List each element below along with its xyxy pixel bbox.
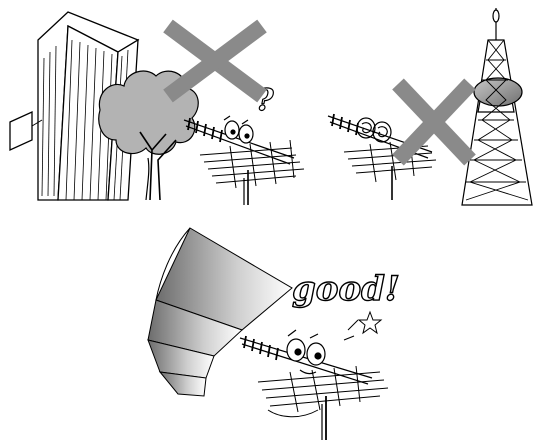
panel-correct: good! bbox=[148, 228, 400, 440]
panel-overpowered bbox=[328, 8, 532, 205]
transmission-tower-icon bbox=[462, 8, 532, 205]
sparkle-icon bbox=[344, 312, 381, 340]
antenna-confused-icon bbox=[184, 116, 304, 205]
caption-good: good! bbox=[292, 269, 400, 309]
x-mark-icon bbox=[168, 26, 262, 96]
signal-beam bbox=[148, 228, 292, 396]
x-mark-icon bbox=[398, 84, 470, 160]
antenna-happy-icon bbox=[240, 330, 388, 440]
panel-blocked: ? bbox=[10, 12, 304, 205]
